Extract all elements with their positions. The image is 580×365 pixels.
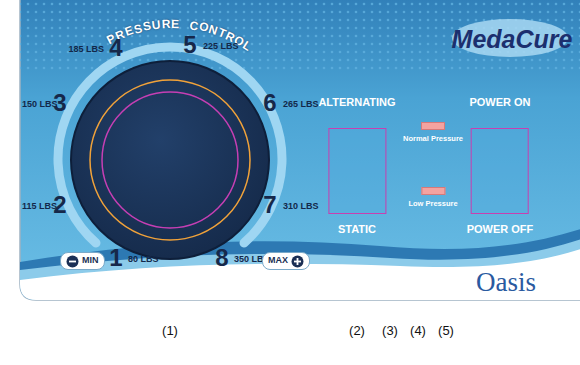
scale-pressure: 80 LBS — [128, 255, 159, 264]
scale-number: 4 — [109, 36, 122, 60]
callout-number: (3) — [382, 324, 398, 337]
node-label: MAX — [268, 256, 288, 266]
node-label: ALTERNATING — [318, 96, 395, 108]
wave-band-light — [20, 236, 580, 320]
scale-pressure: 265 LBS — [283, 100, 319, 109]
scale-number: 5 — [183, 33, 196, 57]
node-label: Low Pressure — [408, 200, 457, 208]
button-face — [471, 128, 529, 214]
brand-logo: MedaCure — [452, 27, 573, 52]
dial-ring-orange — [90, 80, 250, 240]
scale-pressure: 225 LBS — [203, 42, 239, 51]
wave-white — [20, 246, 580, 320]
callout-number: (4) — [410, 324, 426, 337]
callout-number: (2) — [349, 324, 365, 337]
sign-icon — [291, 255, 304, 268]
control-panel — [20, 0, 580, 320]
scale-pressure: 150 LBS — [22, 100, 58, 109]
scale-number: 6 — [263, 91, 276, 115]
product-logo: Oasis — [476, 269, 536, 296]
callout-number: (1) — [162, 324, 178, 337]
scale-number: 8 — [215, 246, 228, 270]
led-lamp — [421, 122, 445, 130]
dial-title: PRESSURE CONTROL — [3, 0, 580, 1]
dial-knob — [71, 61, 269, 259]
node-label: POWER ON — [469, 96, 530, 108]
button-face — [328, 128, 386, 214]
sign-icon — [66, 255, 79, 268]
scale-number: 1 — [109, 246, 122, 270]
pressure-dial — [58, 47, 282, 259]
push-button: ALTERNATING STATIC — [318, 96, 395, 235]
dial-ring-magenta — [102, 92, 238, 228]
node-label: STATIC — [338, 223, 376, 235]
node-label: POWER OFF — [467, 223, 534, 235]
wave-band — [20, 226, 580, 320]
led-lamp — [421, 187, 445, 195]
scale-number: 7 — [263, 193, 276, 217]
indicator-led: Normal Pressure — [403, 122, 463, 143]
node-label: MIN — [82, 256, 99, 266]
range-pill: MIN — [60, 252, 105, 270]
callout-number: (5) — [438, 324, 454, 337]
push-button: POWER ON POWER OFF — [467, 96, 534, 235]
range-pill: MAX — [262, 252, 310, 270]
scale-pressure: 115 LBS — [22, 202, 57, 211]
scale-pressure: 310 LBS — [283, 202, 319, 211]
node-label: Normal Pressure — [403, 135, 463, 143]
scale-pressure: 185 LBS — [68, 45, 104, 54]
dot-texture — [20, 0, 580, 70]
indicator-led: Low Pressure — [408, 187, 457, 208]
